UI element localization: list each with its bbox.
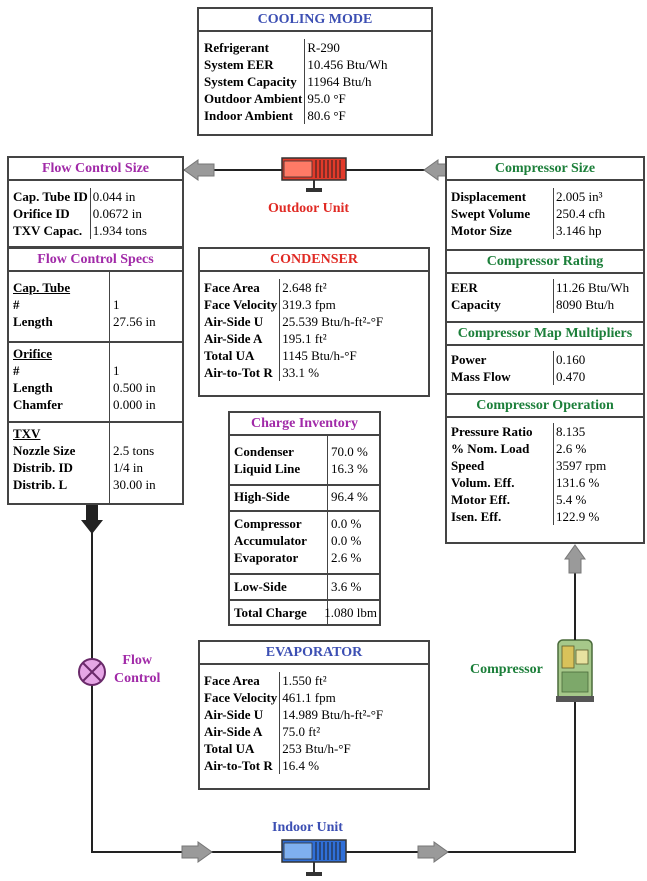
flow-control-size-title: Flow Control Size bbox=[9, 158, 182, 181]
outdoor-unit-icon bbox=[282, 158, 346, 192]
compressor-map-title: Compressor Map Multipliers bbox=[447, 323, 643, 346]
table-row: Isen. Eff.122.9 % bbox=[449, 508, 608, 525]
flow-control-label: Flow Control bbox=[114, 652, 160, 688]
flow-control-specs-title: Flow Control Specs bbox=[9, 249, 182, 272]
condenser-title: CONDENSER bbox=[200, 249, 428, 272]
compressor-rating-title: Compressor Rating bbox=[447, 251, 643, 274]
table-row: Volum. Eff.131.6 % bbox=[449, 474, 608, 491]
flow-control-valve-icon bbox=[79, 659, 105, 685]
orifice-heading: Orifice bbox=[11, 345, 111, 362]
compressor-operation-title: Compressor Operation bbox=[447, 395, 643, 418]
table-row: #1 bbox=[11, 362, 158, 379]
cap-tube-heading: Cap. Tube bbox=[11, 279, 111, 296]
table-row: TXV Capac.1.934 tons bbox=[11, 222, 149, 239]
table-row: Motor Eff.5.4 % bbox=[449, 491, 608, 508]
indoor-unit-label: Indoor Unit bbox=[272, 820, 343, 836]
compressor-label: Compressor bbox=[470, 662, 543, 678]
outdoor-unit-label: Outdoor Unit bbox=[268, 201, 349, 217]
charge-inventory-title: Charge Inventory bbox=[230, 413, 379, 436]
flow-arrow-left-down bbox=[81, 505, 103, 534]
flow-arrow-right-up bbox=[565, 545, 585, 573]
flow-arrow-bottom-left bbox=[182, 842, 212, 862]
evaporator-title: EVAPORATOR bbox=[200, 642, 428, 665]
compressor-icon bbox=[556, 632, 594, 702]
cooling-mode-title: COOLING MODE bbox=[199, 9, 431, 32]
txv-heading: TXV bbox=[11, 425, 111, 442]
indoor-unit-icon bbox=[282, 840, 346, 876]
table-row: #1 bbox=[11, 296, 158, 313]
flow-arrow-top-left bbox=[184, 160, 214, 180]
flow-arrow-bottom-right bbox=[418, 842, 448, 862]
compressor-size-title: Compressor Size bbox=[447, 158, 643, 181]
